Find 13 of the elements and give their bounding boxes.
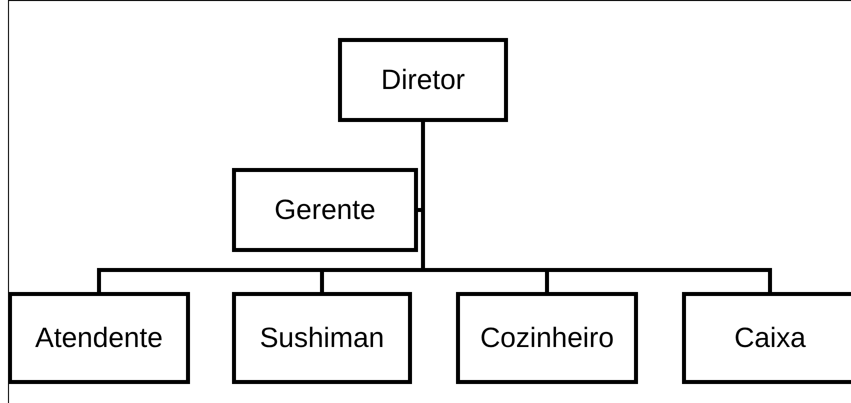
role-label: Sushiman [260,322,384,354]
role-label: Cozinheiro [480,322,614,354]
role-label: Gerente [274,194,376,226]
role-label: Caixa [734,322,806,354]
role-box [8,292,190,384]
role-label: Atendente [35,322,163,354]
role-box [456,292,638,384]
role-box [682,292,851,384]
connector-line [421,122,772,292]
role-label: Diretor [380,64,465,96]
role-box [338,38,508,122]
role-box [232,292,412,384]
role-box [232,168,418,252]
